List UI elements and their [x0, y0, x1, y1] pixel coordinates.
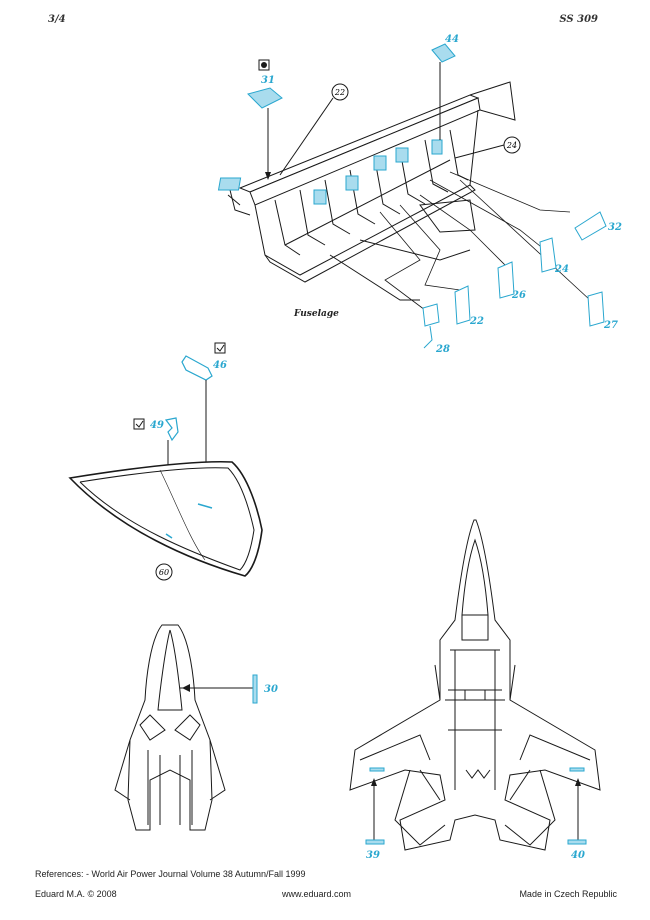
- aircraft-top-view: [349, 519, 601, 851]
- publisher: Eduard M.A. © 2008: [35, 889, 117, 899]
- installed-etch-parts: [217, 139, 443, 205]
- website[interactable]: www.eduard.com: [282, 889, 352, 899]
- part-44: 44: [431, 34, 459, 140]
- part-46-label: 46: [213, 360, 227, 371]
- references: References: - World Air Power Journal Vo…: [35, 869, 306, 879]
- part-49-label: 49: [150, 420, 164, 431]
- callout-22: 22: [279, 83, 349, 176]
- nose-top-view: [114, 624, 255, 831]
- part-31-label: 31: [261, 75, 275, 86]
- part-31: 31: [247, 59, 283, 180]
- callout-24: 24: [454, 136, 521, 159]
- part-40-label: 40: [571, 850, 585, 861]
- part-39-label: 39: [366, 850, 380, 861]
- callout-22-label: 22: [334, 88, 345, 97]
- part-44-label: 44: [445, 34, 459, 45]
- part-28-label: 28: [435, 344, 450, 355]
- page-number: 3/4: [48, 14, 66, 25]
- part-24-label: 24: [554, 264, 569, 275]
- part-40: 40: [567, 767, 587, 861]
- canopy-part-60: [68, 460, 263, 581]
- part-30: 30: [252, 674, 278, 704]
- arrow-30: [182, 684, 190, 692]
- loose-etch-parts: [422, 211, 607, 349]
- callout-24-label: 24: [506, 141, 517, 150]
- part-30-label: 30: [264, 684, 278, 695]
- fuselage-assembly: [227, 81, 516, 301]
- part-27-label: 27: [603, 320, 618, 331]
- origin: Made in Czech Republic: [519, 889, 617, 899]
- leader-lines: [379, 171, 591, 311]
- section-label: Fuselage: [293, 309, 339, 319]
- part-26-label: 26: [511, 290, 526, 301]
- part-60-label: 60: [159, 568, 169, 577]
- part-32-label: 32: [608, 222, 622, 233]
- part-22-label: 22: [469, 316, 484, 327]
- part-39: 39: [365, 767, 385, 861]
- set-code: SS 309: [559, 14, 598, 25]
